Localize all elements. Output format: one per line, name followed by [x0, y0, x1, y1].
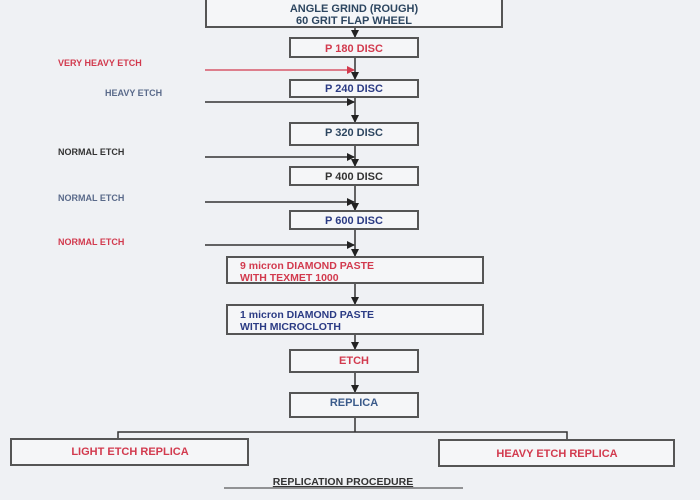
- step-heavy-etch-replica: HEAVY ETCH REPLICA: [438, 439, 675, 467]
- svg-text:ETCH: ETCH: [339, 355, 369, 367]
- etch-entry-label: HEAVY ETCH: [105, 88, 162, 98]
- step-1-micron: 1 micron DIAMOND PASTE WITH MICROCLOTH: [226, 304, 484, 335]
- svg-text:1 micron DIAMOND PASTE: 1 micron DIAMOND PASTE: [240, 309, 374, 321]
- svg-text:LIGHT ETCH REPLICA: LIGHT ETCH REPLICA: [71, 446, 188, 458]
- step-light-etch-replica: LIGHT ETCH REPLICA: [10, 438, 249, 466]
- connectors: [117, 27, 568, 440]
- step-replica: REPLICA: [289, 392, 419, 418]
- etch-entry-label: VERY HEAVY ETCH: [58, 58, 142, 68]
- svg-text:WITH TEXMET 1000: WITH TEXMET 1000: [240, 272, 339, 284]
- svg-text:P 180 DISC: P 180 DISC: [325, 43, 383, 55]
- step-p400: P 400 DISC: [289, 166, 419, 186]
- etch-entries: VERY HEAVY ETCH HEAVY ETCH NORMAL ETCH N…: [58, 58, 355, 249]
- svg-text:P 600 DISC: P 600 DISC: [325, 215, 383, 227]
- step-9-micron: 9 micron DIAMOND PASTE WITH TEXMET 1000: [226, 256, 484, 284]
- svg-text:HEAVY ETCH REPLICA: HEAVY ETCH REPLICA: [496, 448, 617, 460]
- svg-text:P 400 DISC: P 400 DISC: [325, 171, 383, 183]
- etch-entry-label: NORMAL ETCH: [58, 237, 124, 247]
- svg-text:9 micron DIAMOND PASTE: 9 micron DIAMOND PASTE: [240, 260, 374, 272]
- svg-text:60 GRIT FLAP WHEEL: 60 GRIT FLAP WHEEL: [296, 15, 412, 27]
- svg-text:P 320 DISC: P 320 DISC: [325, 127, 383, 139]
- step-etch: ETCH: [289, 349, 419, 373]
- diagram-title: REPLICATION PROCEDURE: [273, 476, 413, 488]
- step-p320: P 320 DISC: [289, 122, 419, 146]
- step-angle-grind: ANGLE GRIND (ROUGH) 60 GRIT FLAP WHEEL: [205, 0, 503, 28]
- step-p600: P 600 DISC: [289, 210, 419, 230]
- svg-text:REPLICA: REPLICA: [330, 397, 378, 409]
- svg-text:WITH MICROCLOTH: WITH MICROCLOTH: [240, 321, 341, 333]
- step-p180: P 180 DISC: [289, 37, 419, 58]
- step-p240: P 240 DISC: [289, 79, 419, 98]
- etch-entry-label: NORMAL ETCH: [58, 193, 124, 203]
- svg-text:P 240 DISC: P 240 DISC: [325, 83, 383, 95]
- etch-entry-label: NORMAL ETCH: [58, 147, 124, 157]
- svg-text:ANGLE GRIND (ROUGH): ANGLE GRIND (ROUGH): [290, 3, 419, 15]
